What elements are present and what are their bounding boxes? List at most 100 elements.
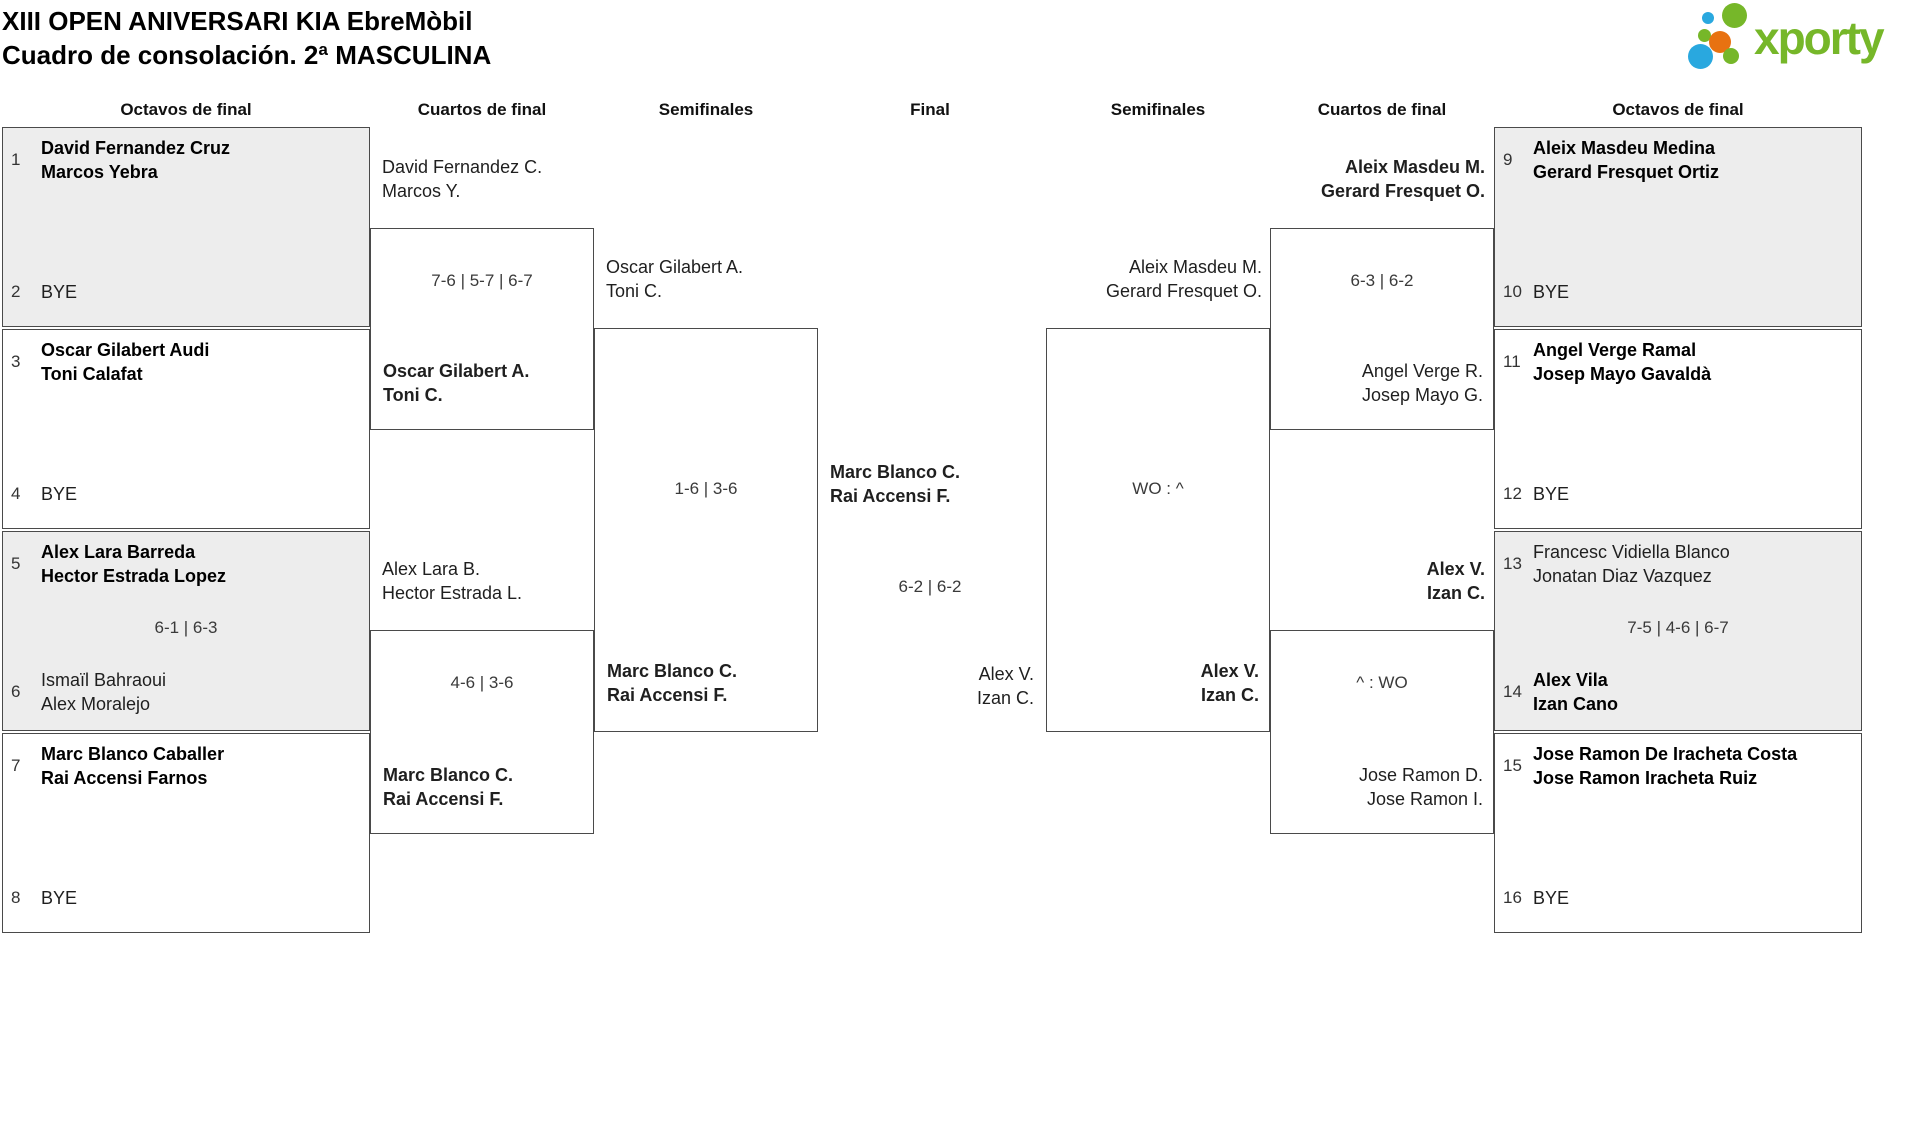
player-name: Alex V.	[1200, 661, 1259, 681]
bracket-entry: 14 Alex Vila Izan Cano	[1503, 668, 1855, 716]
seed-number: 7	[11, 756, 21, 775]
team-names: BYE	[41, 888, 78, 908]
match-score: 7-5 | 4-6 | 6-7	[1627, 618, 1729, 637]
bracket-entry: 1 David Fernandez Cruz Marcos Yebra	[11, 136, 363, 184]
logo-dot-icon	[1688, 44, 1713, 69]
advancing-team-cuartos-left-1: David Fernandez C. Marcos Y.	[382, 155, 587, 203]
bracket-entry: 8 BYE	[11, 886, 363, 910]
match-box-octavos-left-3: 5 Alex Lara Barreda Hector Estrada Lopez…	[2, 531, 370, 731]
logo-dot-icon	[1698, 29, 1711, 42]
player-name: Angel Verge R.	[1361, 361, 1483, 381]
match-box-octavos-left-2: 3 Oscar Gilabert Audi Toni Calafat 4 BYE	[2, 329, 370, 529]
player-name: Josep Mayo G.	[1361, 385, 1483, 405]
player-name: Rai Accensi F.	[830, 486, 951, 506]
player-name: Aleix Masdeu M.	[1128, 257, 1262, 277]
match-score: 6-3 | 6-2	[1350, 271, 1414, 290]
seed-number: 3	[11, 352, 21, 371]
player-name: Gerard Fresquet O.	[1320, 181, 1485, 201]
final-loser-team: Alex V. Izan C.	[822, 662, 1034, 710]
match-box-octavos-right-2: 11 Angel Verge Ramal Josep Mayo Gavaldà …	[1494, 329, 1862, 529]
logo-dot-icon	[1709, 31, 1731, 53]
player-name: Izan C.	[976, 688, 1034, 708]
seed-number: 11	[1503, 352, 1521, 371]
draw-subtitle: Cuadro de consolación. 2ª MASCULINA	[2, 40, 492, 70]
team-names: Jose Ramon De Iracheta Costa Jose Ramon …	[1533, 742, 1797, 790]
team-names: Alex Lara Barreda Hector Estrada Lopez	[41, 540, 226, 588]
winning-team: Oscar Gilabert A. Toni C.	[383, 359, 529, 407]
bracket-entry: 5 Alex Lara Barreda Hector Estrada Lopez	[11, 540, 363, 588]
seed-number: 14	[1503, 682, 1522, 701]
player-name: Aleix Masdeu Medina	[1533, 138, 1716, 158]
player-name: Hector Estrada L.	[382, 583, 523, 603]
player-name: Jose Ramon Iracheta Ruiz	[1533, 768, 1758, 788]
match-box-cuartos-right-1: 6-3 | 6-2 Angel Verge R. Josep Mayo G.	[1270, 228, 1494, 430]
player-name: Oscar Gilabert A.	[606, 257, 744, 277]
seed-number: 15	[1503, 756, 1522, 775]
player-name: Alex Moralejo	[41, 694, 151, 714]
round-header-octavos-right: Octavos de final	[1612, 100, 1744, 119]
logo-wordmark: xporty	[1754, 12, 1885, 64]
player-name: Jonatan Diaz Vazquez	[1533, 566, 1712, 586]
advancing-team-semis-right: Aleix Masdeu M. Gerard Fresquet O.	[1050, 255, 1262, 303]
bracket-entry: 13 Francesc Vidiella Blanco Jonatan Diaz…	[1503, 540, 1855, 588]
player-name: Josep Mayo Gavaldà	[1533, 364, 1712, 384]
player-name: Oscar Gilabert A.	[383, 361, 530, 381]
xporty-logo: xporty	[1684, 2, 1914, 76]
player-name: Izan C.	[1426, 583, 1485, 603]
player-name: Oscar Gilabert Audi	[41, 340, 210, 360]
match-score: 1-6 | 3-6	[674, 479, 738, 498]
team-names: Francesc Vidiella Blanco Jonatan Diaz Va…	[1533, 540, 1730, 588]
player-name: Aleix Masdeu M.	[1344, 157, 1485, 177]
player-name: Rai Accensi F.	[607, 685, 728, 705]
logo-dot-icon	[1722, 3, 1747, 28]
match-box-semis-left: 1-6 | 3-6 Marc Blanco C. Rai Accensi F.	[594, 328, 818, 732]
logo-dot-icon	[1702, 12, 1714, 24]
player-name: Toni C.	[606, 281, 663, 301]
final-score: 6-2 | 6-2	[898, 577, 962, 596]
bracket-entry: 6 Ismaïl Bahraoui Alex Moralejo	[11, 668, 363, 716]
seed-number: 8	[11, 888, 21, 907]
advancing-team-cuartos-right-2: Alex V. Izan C.	[1274, 557, 1485, 605]
seed-number: 5	[11, 554, 21, 573]
player-name: David Fernandez Cruz	[41, 138, 231, 158]
player-name: Hector Estrada Lopez	[41, 566, 227, 586]
player-name: Gerard Fresquet Ortiz	[1533, 162, 1720, 182]
match-box-octavos-right-4: 15 Jose Ramon De Iracheta Costa Jose Ram…	[1494, 733, 1862, 933]
seed-number: 1	[11, 150, 21, 169]
team-names: BYE	[41, 282, 78, 302]
team-names: BYE	[1533, 484, 1570, 504]
winning-team: Marc Blanco C. Rai Accensi F.	[607, 659, 737, 707]
match-box-octavos-left-1: 1 David Fernandez Cruz Marcos Yebra 2 BY…	[2, 127, 370, 327]
match-box-octavos-right-3: 13 Francesc Vidiella Blanco Jonatan Diaz…	[1494, 531, 1862, 731]
seed-number: 9	[1503, 150, 1513, 169]
advancing-team-cuartos-left-2: Alex Lara B. Hector Estrada L.	[382, 557, 587, 605]
match-box-cuartos-left-1: 7-6 | 5-7 | 6-7 Oscar Gilabert A. Toni C…	[370, 228, 594, 430]
bracket-entry: 15 Jose Ramon De Iracheta Costa Jose Ram…	[1503, 742, 1855, 790]
player-name: Marc Blanco C.	[383, 765, 514, 785]
round-header-final: Final	[910, 100, 950, 119]
player-name: Alex Lara Barreda	[41, 542, 196, 562]
match-score: 4-6 | 3-6	[450, 673, 514, 692]
seed-number: 10	[1503, 282, 1522, 301]
player-name: Rai Accensi F.	[383, 789, 504, 809]
player-name: Toni C.	[383, 385, 443, 405]
player-name: Izan C.	[1200, 685, 1259, 705]
player-name: Marcos Yebra	[41, 162, 158, 182]
player-name: Angel Verge Ramal	[1533, 340, 1697, 360]
advancing-team-cuartos-right-1: Aleix Masdeu M. Gerard Fresquet O.	[1274, 155, 1485, 203]
match-box-octavos-left-4: 7 Marc Blanco Caballer Rai Accensi Farno…	[2, 733, 370, 933]
round-header-cuartos-left: Cuartos de final	[417, 100, 547, 119]
team-names: BYE	[41, 484, 78, 504]
player-name: Francesc Vidiella Blanco	[1533, 542, 1730, 562]
match-score: WO : ^	[1132, 479, 1184, 498]
player-name: Gerard Fresquet O.	[1105, 281, 1262, 301]
match-box-cuartos-left-2: 4-6 | 3-6 Marc Blanco C. Rai Accensi F.	[370, 630, 594, 834]
seed-number: 13	[1503, 554, 1522, 573]
bracket-entry: 10 BYE	[1503, 280, 1855, 304]
team-names: Angel Verge Ramal Josep Mayo Gavaldà	[1533, 338, 1711, 386]
player-name: Marcos Y.	[382, 181, 461, 201]
player-name: Jose Ramon De Iracheta Costa	[1533, 744, 1798, 764]
tournament-title: XIII OPEN ANIVERSARI KIA EbreMòbil	[2, 6, 473, 36]
losing-team: Angel Verge R. Josep Mayo G.	[1362, 359, 1483, 407]
